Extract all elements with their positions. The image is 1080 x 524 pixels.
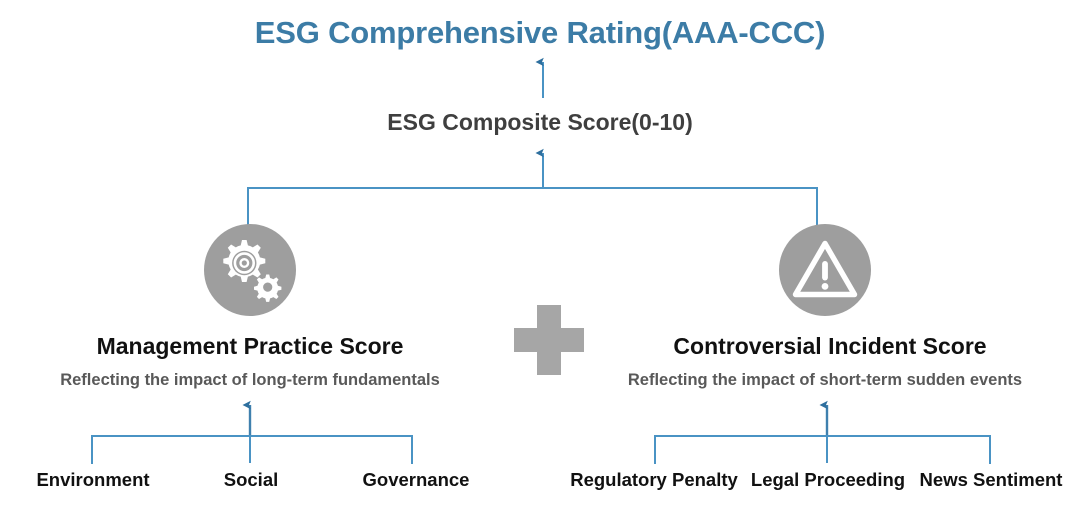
branch-title-controversy: Controversial Incident Score xyxy=(673,333,987,359)
leaf-label-regulatory-penalty: Regulatory Penalty xyxy=(570,469,738,490)
gears-icon xyxy=(204,224,296,316)
leaf-label-social: Social xyxy=(223,469,279,490)
leaf-label-news-sentiment: News Sentiment xyxy=(919,469,1063,490)
branch-subtitle-controversy: Reflecting the impact of short-term sudd… xyxy=(627,371,1023,389)
branch-subtitle-management: Reflecting the impact of long-term funda… xyxy=(60,371,440,389)
warning-triangle-icon xyxy=(779,224,871,316)
leaf-label-environment: Environment xyxy=(36,469,150,490)
plus-sign xyxy=(514,305,584,375)
right-lower-bracket xyxy=(654,435,991,464)
branch-title-management: Management Practice Score xyxy=(96,333,404,359)
plus-sign-vertical-bar xyxy=(537,305,561,375)
page-title: ESG Comprehensive Rating(AAA-CCC) xyxy=(254,15,826,50)
leaf-label-governance: Governance xyxy=(362,469,470,490)
gears-icon-glyph xyxy=(223,240,282,302)
warning-triangle-icon-glyph xyxy=(792,240,858,298)
top-bracket xyxy=(247,187,818,225)
composite-score-label: ESG Composite Score(0-10) xyxy=(387,109,693,135)
left-lower-bracket xyxy=(91,435,413,464)
leaf-label-legal-proceeding: Legal Proceeding xyxy=(750,469,906,490)
